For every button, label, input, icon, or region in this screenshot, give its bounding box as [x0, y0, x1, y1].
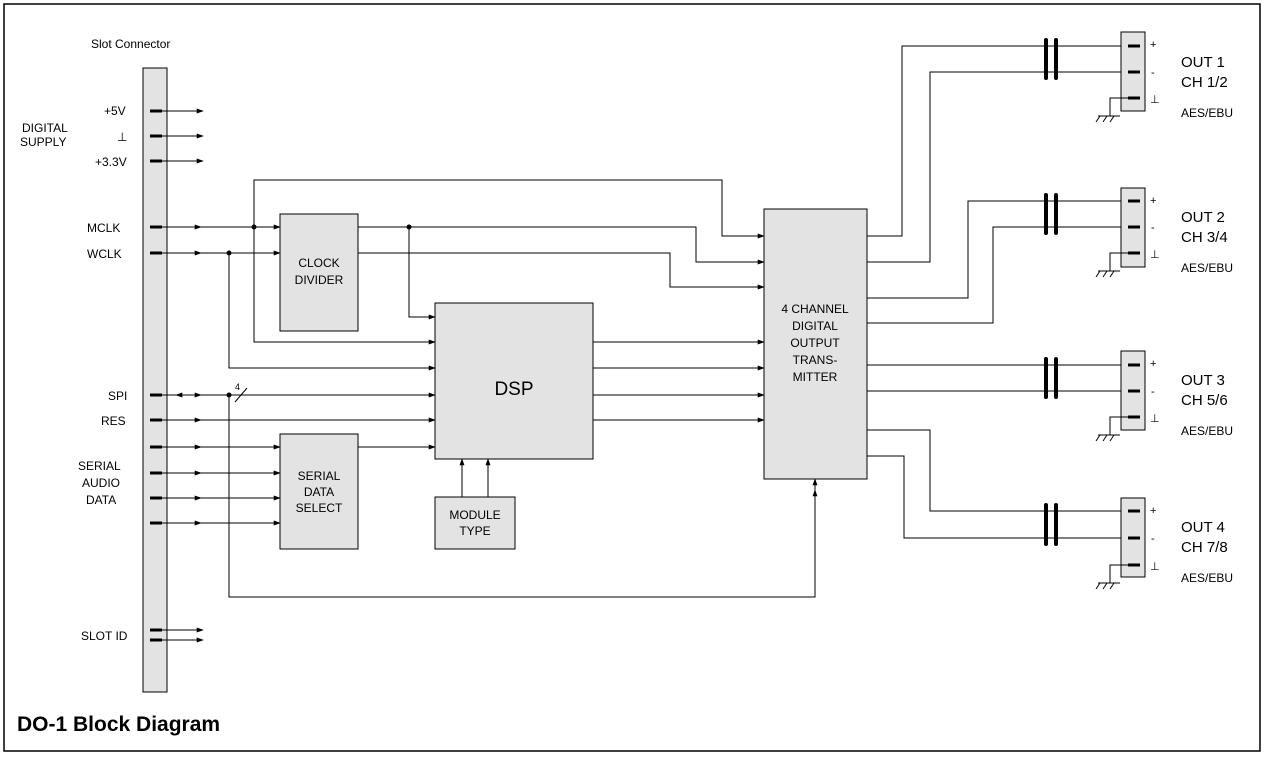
dsp-block: [434, 302, 594, 460]
out4-channels: CH 7/8: [1181, 539, 1228, 556]
out4-name: OUT 4: [1181, 519, 1225, 536]
transmitter-line-2: DIGITAL: [792, 319, 838, 333]
data-label: DATA: [86, 493, 116, 507]
output-labels: OUT 1 CH 1/2 AES/EBU OUT 2 CH 3/4 AES/EB…: [1181, 54, 1233, 585]
spi-label: SPI: [108, 389, 127, 403]
supply-arrows: [162, 108, 204, 643]
slot-connector-label: Slot Connector: [91, 37, 170, 51]
output-connectors: [1095, 31, 1146, 590]
pin-symbols: + - ⊥ + - ⊥ + - ⊥ + - ⊥: [1150, 39, 1160, 573]
serial-data-select-line-3: SELECT: [296, 501, 343, 515]
clock-divider-line-1: CLOCK: [298, 256, 339, 270]
out4-minus: -: [1151, 533, 1155, 545]
transmitter-line-3: OUTPUT: [790, 336, 840, 350]
serial-label: SERIAL: [78, 459, 121, 473]
clock-divider-block: [279, 213, 359, 332]
out1-format: AES/EBU: [1181, 106, 1233, 120]
clock-divider-line-2: DIVIDER: [295, 273, 344, 287]
out1-channels: CH 1/2: [1181, 74, 1228, 91]
slot-connector-bar: [142, 67, 168, 693]
supply-label: SUPPLY: [20, 135, 66, 149]
audio-label: AUDIO: [82, 476, 120, 490]
out1-plus: +: [1150, 39, 1156, 51]
out4-plus: +: [1150, 505, 1156, 517]
out1-ground: ⊥: [1150, 94, 1160, 106]
spi-bus-width: 4: [235, 382, 240, 392]
diagram-title: DO-1 Block Diagram: [17, 713, 220, 736]
ferrite-symbols: [1044, 38, 1058, 546]
digital-label: DIGITAL: [22, 121, 68, 135]
transmitter-line-4: TRANS-: [793, 353, 838, 367]
out3-ground: ⊥: [1150, 413, 1160, 425]
mclk-label: MCLK: [87, 221, 120, 235]
out2-name: OUT 2: [1181, 209, 1225, 226]
transmitter-block: [763, 208, 868, 480]
out3-name: OUT 3: [1181, 372, 1225, 389]
out3-minus: -: [1151, 386, 1155, 398]
module-type-line-2: TYPE: [459, 524, 490, 538]
plus5v-label: +5V: [104, 104, 126, 118]
out4-format: AES/EBU: [1181, 571, 1233, 585]
out2-format: AES/EBU: [1181, 261, 1233, 275]
wclk-label: WCLK: [87, 247, 122, 261]
module-type-block: [434, 496, 516, 550]
left-labels: DIGITAL SUPPLY +5V ⊥ +3.3V MCLK WCLK SPI…: [20, 104, 128, 643]
ground-label: ⊥: [117, 130, 127, 144]
dsp-label: DSP: [494, 379, 533, 400]
out2-plus: +: [1150, 195, 1156, 207]
res-label: RES: [101, 414, 126, 428]
serial-data-select-line-2: DATA: [304, 485, 334, 499]
out4-ground: ⊥: [1150, 561, 1160, 573]
module-type-line-1: MODULE: [449, 508, 500, 522]
out2-ground: ⊥: [1150, 249, 1160, 261]
connector-pins: [150, 109, 162, 642]
out2-minus: -: [1151, 222, 1155, 234]
out2-channels: CH 3/4: [1181, 229, 1228, 246]
signal-wires: 4: [162, 45, 1138, 598]
serial-data-select-block: [279, 433, 359, 550]
out1-minus: -: [1151, 67, 1155, 79]
diagram-frame: [3, 3, 1261, 752]
slot-id-label: SLOT ID: [81, 629, 128, 643]
transmitter-line-5: MITTER: [793, 370, 838, 384]
out1-name: OUT 1: [1181, 54, 1225, 71]
transmitter-line-1: 4 CHANNEL: [781, 302, 849, 316]
out3-format: AES/EBU: [1181, 424, 1233, 438]
plus3v3-label: +3.3V: [95, 155, 127, 169]
out3-channels: CH 5/6: [1181, 392, 1228, 409]
out3-plus: +: [1150, 358, 1156, 370]
serial-data-select-line-1: SERIAL: [298, 469, 341, 483]
